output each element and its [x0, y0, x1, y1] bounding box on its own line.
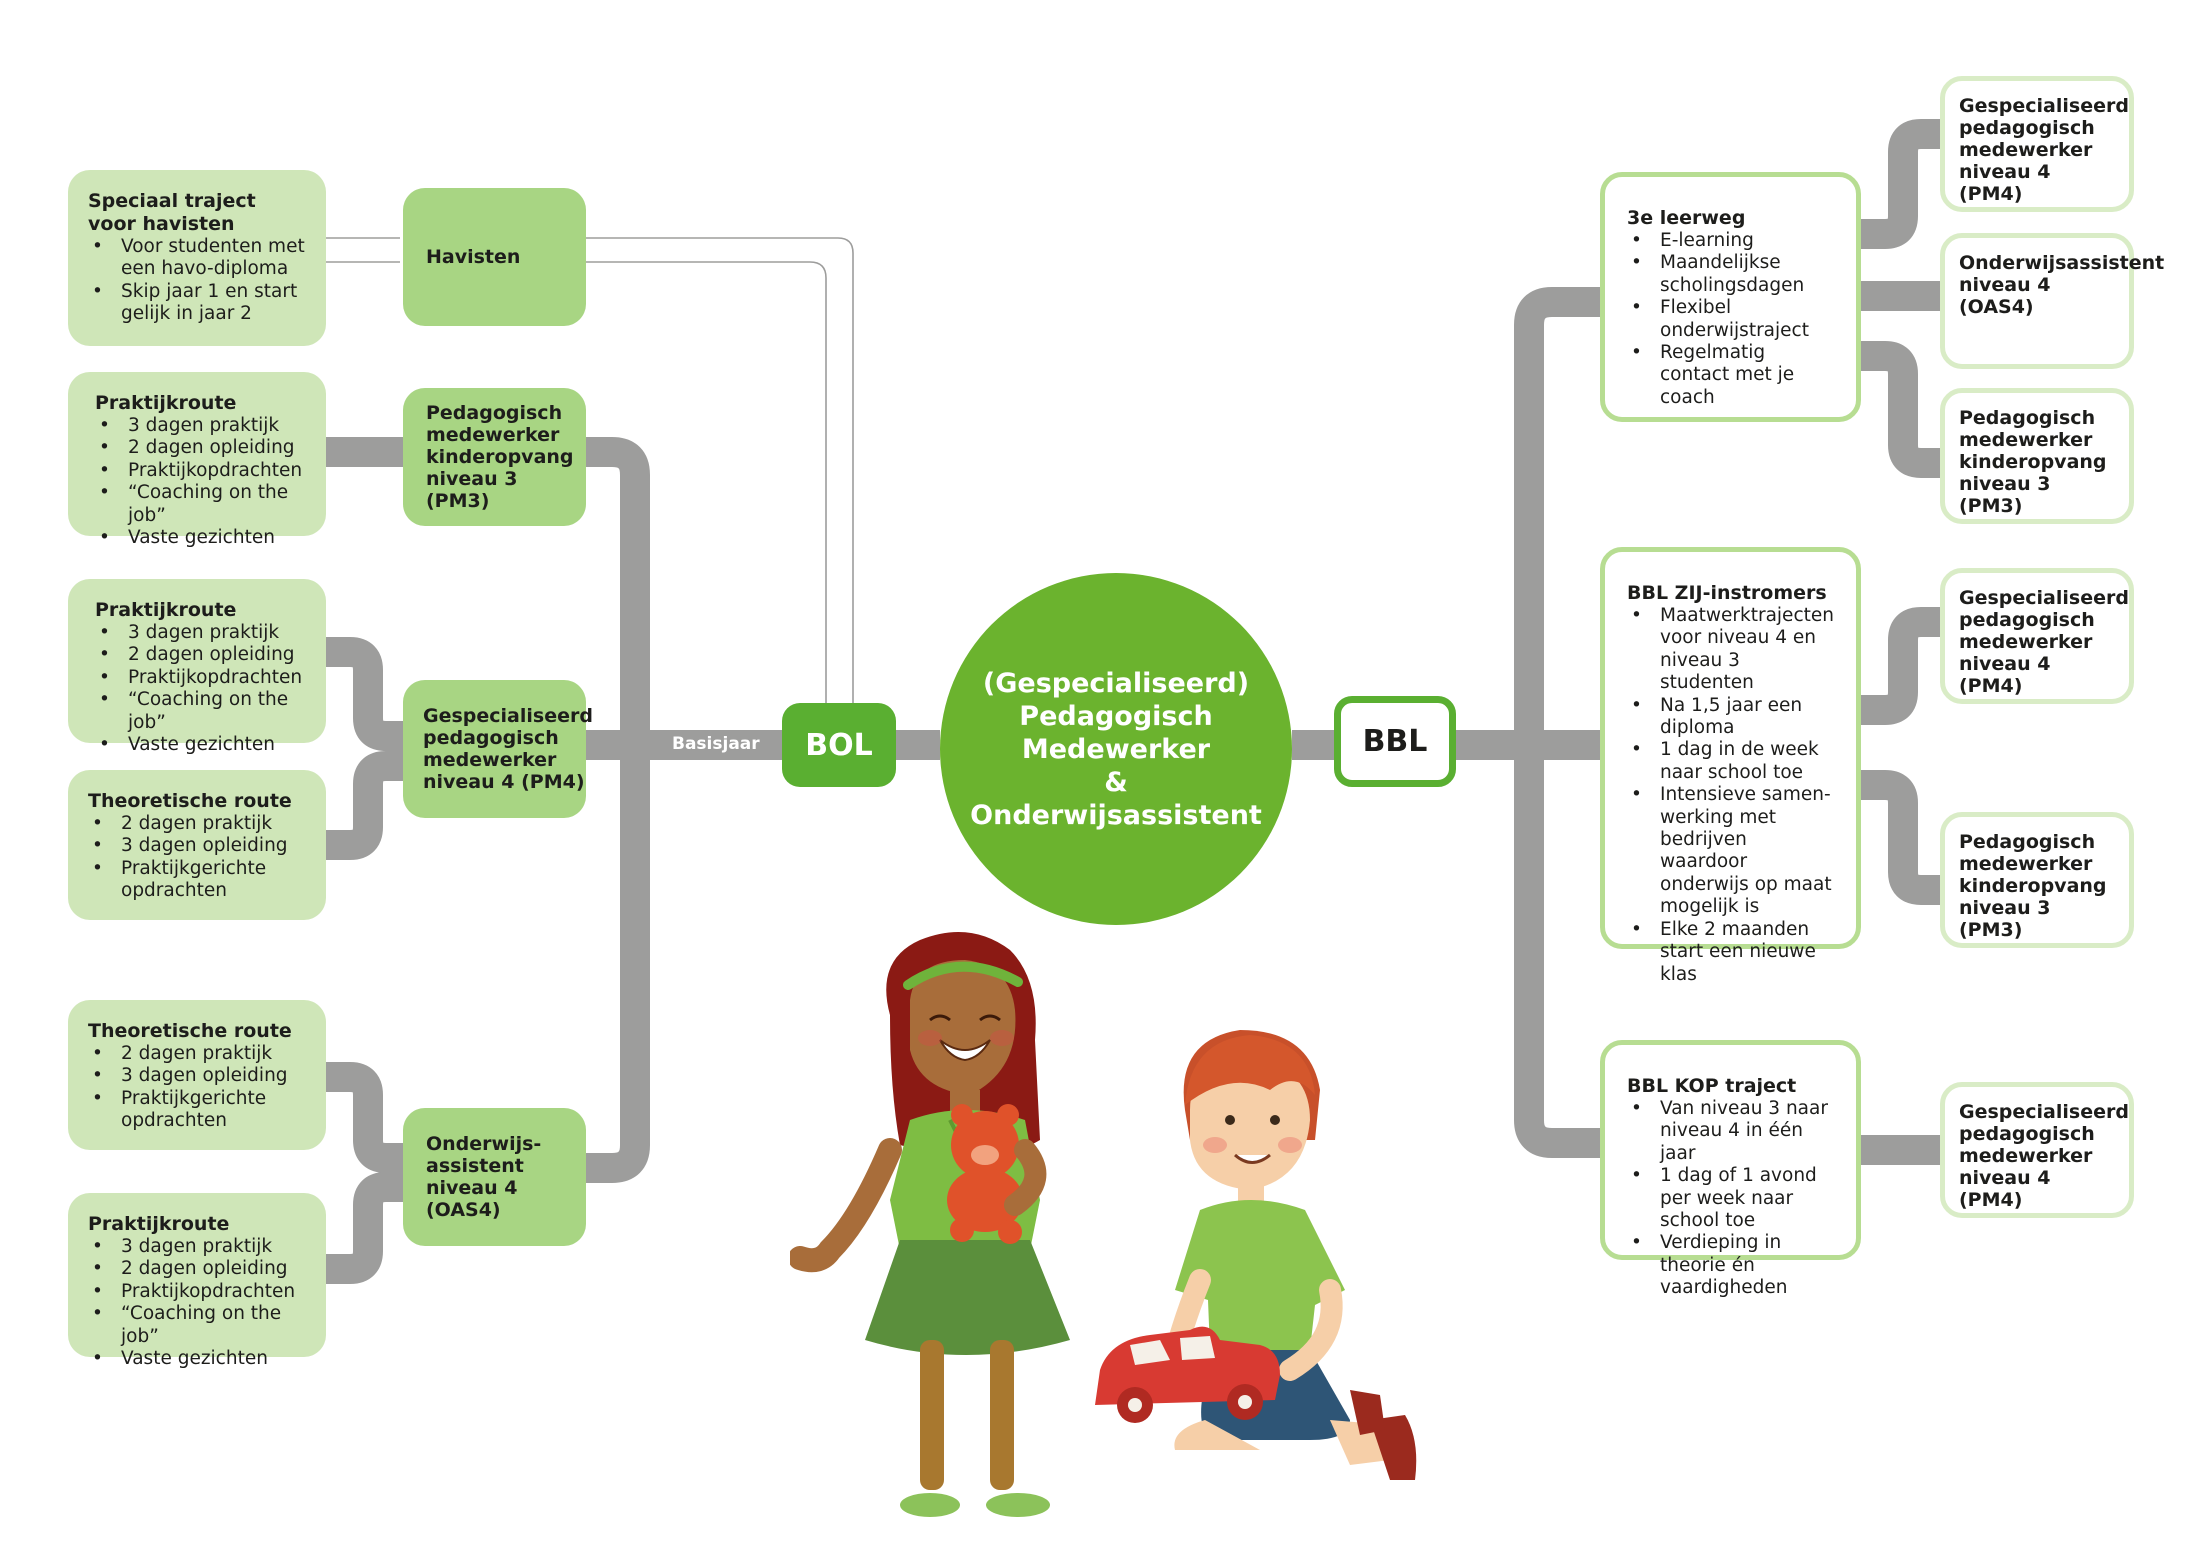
route-bullet: 2 dagen opleiding [95, 644, 308, 667]
route-bullet: 2 dagen praktijk [88, 1043, 308, 1066]
outcome-label: Havisten [426, 246, 521, 268]
route-bullet: 3 dagen opleiding [88, 1065, 308, 1088]
center-line: Onderwijsassistent [970, 799, 1262, 831]
outcome-label: Pedagogisch medewerker kinderopvang nive… [1959, 831, 2107, 941]
basisjaar-label: Basisjaar [672, 734, 760, 754]
bbl-outcome-pm3: Pedagogisch medewerker kinderopvang nive… [1940, 388, 2134, 524]
route-bullet: 1 dag of 1 avond per week naar school to… [1627, 1165, 1834, 1232]
route-bullet: 3 dagen praktijk [88, 1236, 308, 1259]
route-bullet: Praktijkgerichte opdrachten [88, 858, 308, 903]
bbl-outcome-oas4: Onderwijsassistent niveau 4 (OAS4) [1940, 233, 2164, 369]
route-title: BBL ZIJ-instromers [1627, 582, 1827, 604]
route-bullet: Praktijkopdrachten [95, 667, 308, 690]
route-bullet: Vaste gezichten [95, 734, 308, 757]
bbl-route-kop-traject: BBL KOP traject Van niveau 3 naar niveau… [1600, 1040, 1861, 1298]
center-circle: (Gespecialiseerd) Pedagogisch Medewerker… [940, 573, 1292, 925]
route-bullet: Praktijkopdrachten [95, 460, 308, 483]
toy-car [1095, 1326, 1280, 1423]
bbl-outcome-pm4: Gespecialiseerd pedagogisch medewerker n… [1940, 568, 2134, 704]
bbl-route-zij-instromers: BBL ZIJ-instromers Maatwerktrajecten voo… [1600, 547, 1861, 985]
route-bullet: Van niveau 3 naar niveau 4 in één jaar [1627, 1098, 1834, 1165]
route-bullet: 2 dagen praktijk [88, 813, 308, 836]
bol-node: BOL [782, 703, 896, 787]
outcome-label: Gespecialiseerd pedagogisch medewerker n… [1959, 1101, 2129, 1211]
bbl-route-3e-leerweg: 3e leerweg E-learning Maandelijkse schol… [1600, 172, 1861, 422]
center-line: Pedagogisch [1019, 700, 1213, 732]
route-bullet: E-learning [1627, 230, 1834, 253]
route-bullet: Praktijkgerichte opdrachten [88, 1088, 308, 1133]
route-bullet: Verdieping in theorie én vaardigheden [1627, 1232, 1834, 1299]
route-bullet: “Coaching on the job” [88, 1303, 308, 1348]
route-card-praktijkroute: Praktijkroute 3 dagen praktijk 2 dagen o… [68, 372, 326, 550]
route-bullet: Maatwerktrajecten voor niveau 4 en nivea… [1627, 605, 1834, 695]
route-bullet: “Coaching on the job” [95, 689, 308, 734]
route-card-praktijkroute: Praktijkroute 3 dagen praktijk 2 dagen o… [68, 579, 326, 757]
bbl-outcome-pm4: Gespecialiseerd pedagogisch medewerker n… [1940, 1082, 2134, 1218]
route-card-praktijkroute: Praktijkroute 3 dagen praktijk 2 dagen o… [68, 1193, 326, 1371]
route-bullet: Intensieve samen-werking met bedrijven w… [1627, 784, 1834, 918]
girl-figure [790, 932, 1070, 1517]
route-title: Praktijkroute [95, 392, 237, 414]
route-bullet: Vaste gezichten [88, 1348, 308, 1371]
route-bullet: Praktijkopdrachten [88, 1281, 308, 1304]
route-bullet: Maandelijkse scholingsdagen [1627, 252, 1834, 297]
route-bullet: 2 dagen opleiding [88, 1258, 308, 1281]
route-title: Praktijkroute [95, 599, 237, 621]
center-line: Medewerker [1021, 733, 1211, 765]
outcome-label: Gespecialiseerd pedagogisch medewerker n… [423, 705, 593, 793]
outcome-label: Gespecialiseerd pedagogisch medewerker n… [1959, 587, 2129, 697]
route-bullet: Regelmatig contact met je coach [1627, 342, 1834, 409]
route-bullet: Elke 2 maanden start een nieuwe klas [1627, 919, 1834, 986]
bbl-outcome-pm4: Gespecialiseerd pedagogisch medewerker n… [1940, 76, 2134, 212]
route-bullet: Vaste gezichten [95, 527, 308, 550]
route-title: 3e leerweg [1627, 207, 1746, 229]
center-line: & [1104, 766, 1128, 798]
route-bullet: Voor studenten met een havo-diploma [88, 236, 308, 281]
boy-figure [1159, 1030, 1417, 1480]
route-title: Theoretische route [88, 1020, 292, 1042]
route-bullet: 2 dagen opleiding [95, 437, 308, 460]
route-bullet: 3 dagen praktijk [95, 415, 308, 438]
route-card-theoretisch: Theoretische route 2 dagen praktijk 3 da… [68, 770, 326, 920]
route-title: Speciaal traject voor havisten [88, 190, 256, 235]
route-bullet: Flexibel onderwijstraject [1627, 297, 1834, 342]
route-bullet: 3 dagen praktijk [95, 622, 308, 645]
outcome-havisten: Havisten [403, 188, 586, 326]
route-title: Theoretische route [88, 790, 292, 812]
route-bullet: “Coaching on the job” [95, 482, 308, 527]
bbl-node: BBL [1334, 696, 1456, 787]
outcome-label: Pedagogisch medewerker kinderopvang nive… [1959, 407, 2107, 517]
outcome-pm3: Pedagogisch medewerker kinderopvang nive… [403, 388, 586, 526]
children-illustration [790, 932, 1417, 1517]
outcome-pm4: Gespecialiseerd pedagogisch medewerker n… [403, 680, 593, 818]
center-line: (Gespecialiseerd) [982, 667, 1250, 699]
route-bullet: 3 dagen opleiding [88, 835, 308, 858]
outcome-oas4: Onderwijs-assistent niveau 4 (OAS4) [403, 1108, 586, 1246]
route-card-havisten: Speciaal traject voor havisten Voor stud… [68, 170, 326, 346]
route-title: BBL KOP traject [1627, 1075, 1797, 1097]
outcome-label: Onderwijsassistent niveau 4 (OAS4) [1959, 252, 2165, 318]
bbl-outcome-pm3: Pedagogisch medewerker kinderopvang nive… [1940, 812, 2134, 948]
route-title: Praktijkroute [88, 1213, 230, 1235]
route-card-theoretisch: Theoretische route 2 dagen praktijk 3 da… [68, 1000, 326, 1150]
route-bullet: 1 dag in de week naar school toe [1627, 739, 1834, 784]
outcome-label: Gespecialiseerd pedagogisch medewerker n… [1959, 95, 2129, 205]
route-bullet: Skip jaar 1 en start gelijk in jaar 2 [88, 281, 308, 326]
outcome-label: Pedagogisch medewerker kinderopvang nive… [426, 402, 574, 512]
route-bullet: Na 1,5 jaar een diploma [1627, 695, 1834, 740]
outcome-label: Onderwijs-assistent niveau 4 (OAS4) [426, 1133, 542, 1221]
